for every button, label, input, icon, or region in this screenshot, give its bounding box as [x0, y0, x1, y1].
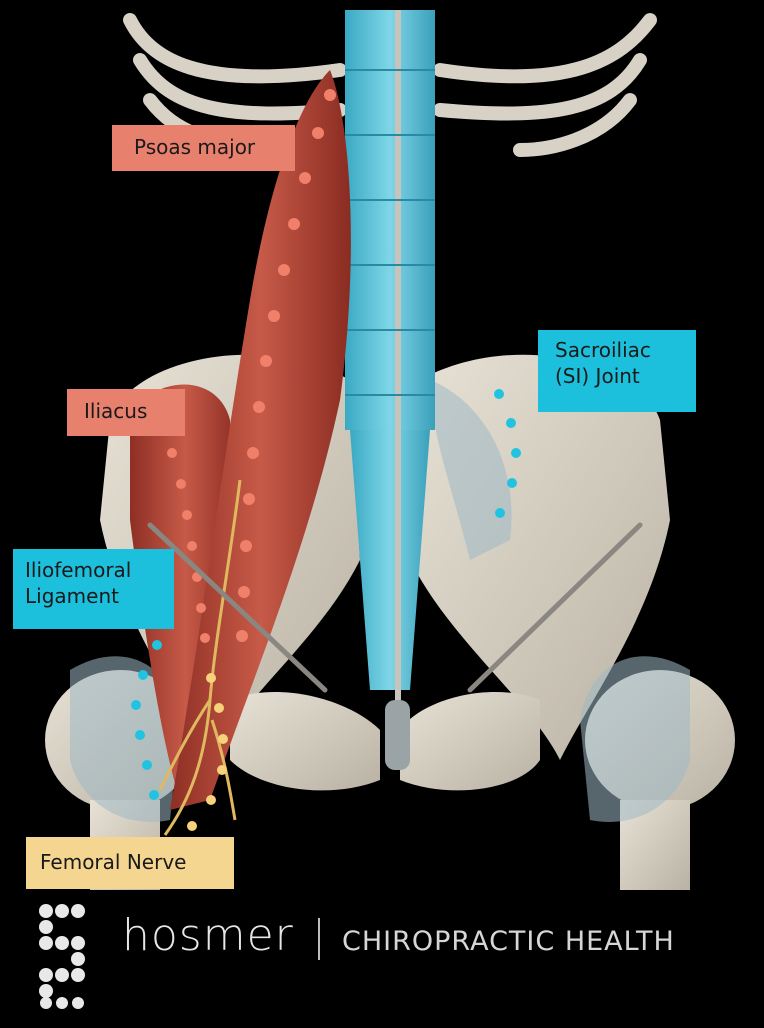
femoral-nerve	[158, 479, 242, 836]
brand-name: hosmer	[122, 910, 294, 961]
pointer-lines	[147, 522, 643, 693]
iliacus-label: Iliacus	[67, 389, 185, 436]
psoas-muscle	[170, 70, 351, 810]
sacroiliac-line2: (SI) Joint	[555, 364, 640, 388]
femoral-nerve-dots	[187, 673, 228, 831]
psoas-major-text: Psoas major	[134, 135, 256, 159]
sacroiliac-joint-label: Sacroiliac (SI) Joint	[538, 330, 696, 412]
iliofemoral-ligament-label: Iliofemoral Ligament	[13, 549, 174, 629]
brand-divider	[318, 918, 320, 960]
iliofemoral-line2: Ligament	[25, 584, 119, 608]
si-joint-dots	[494, 389, 521, 518]
iliacus-text: Iliacus	[84, 399, 148, 423]
sacroiliac-line1: Sacroiliac	[555, 338, 651, 362]
brand-tagline: CHIROPRACTIC HEALTH	[342, 926, 675, 957]
ligaments	[70, 380, 690, 822]
femoral-nerve-text: Femoral Nerve	[40, 850, 187, 874]
femoral-nerve-label: Femoral Nerve	[26, 837, 234, 889]
psoas-dots	[236, 89, 336, 642]
iliofemoral-dots	[131, 640, 162, 800]
psoas-major-label: Psoas major	[112, 125, 295, 171]
iliacus-dots	[167, 448, 210, 643]
iliofemoral-line1: Iliofemoral	[25, 558, 132, 582]
spine	[345, 10, 435, 770]
hosmer-logo-icon	[39, 904, 85, 1009]
